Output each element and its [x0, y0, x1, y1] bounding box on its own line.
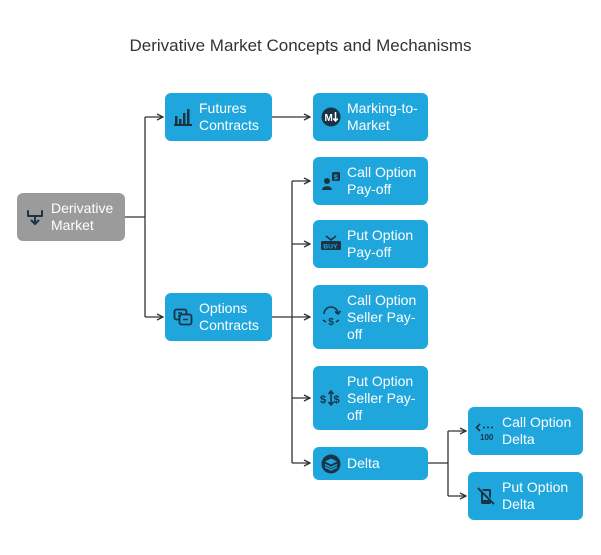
buy-sign-icon: BUY [320, 233, 342, 255]
diagram-title: Derivative Market Concepts and Mechanism… [129, 36, 472, 55]
svg-text:100: 100 [480, 433, 494, 442]
node-options-contracts[interactable]: Options Contracts [165, 293, 272, 341]
svg-text:$: $ [334, 394, 340, 406]
node-derivative-market[interactable]: Derivative Market [17, 193, 125, 241]
layers-icon [320, 453, 342, 475]
node-label: Futures Contracts [199, 100, 259, 133]
node-label: Marking-to-Market [347, 100, 418, 133]
node-label: Call Option Pay-off [347, 164, 417, 197]
node-futures-contracts[interactable]: Futures Contracts [165, 93, 272, 141]
svg-text:$: $ [334, 173, 339, 182]
node-call-option-delta[interactable]: 100 Call Option Delta [468, 407, 583, 455]
node-marking-to-market[interactable]: M Marking-to-Market [313, 93, 428, 141]
node-label: Call Option Delta [502, 414, 572, 447]
svg-text:$: $ [320, 394, 326, 406]
node-label: Options Contracts [199, 300, 259, 333]
svg-text:M: M [325, 113, 333, 124]
svg-text:BUY: BUY [323, 243, 338, 250]
option-card-icon [172, 306, 194, 328]
node-call-option-payoff[interactable]: $ Call Option Pay-off [313, 157, 428, 205]
node-put-option-seller-payoff[interactable]: $ $ Put Option Seller Pay-off [313, 366, 428, 430]
no-phone-icon [475, 485, 497, 507]
dollar-cycle-icon: $ [320, 306, 342, 328]
dollar-arrows-icon: $ $ [320, 387, 342, 409]
node-label: Put Option Seller Pay-off [347, 372, 416, 423]
node-put-option-delta[interactable]: Put Option Delta [468, 472, 583, 520]
m-down-arrow-icon: M [320, 106, 342, 128]
svg-text:$: $ [328, 317, 334, 328]
node-put-option-payoff[interactable]: BUY Put Option Pay-off [313, 220, 428, 268]
node-label: Put Option Pay-off [347, 227, 414, 260]
node-label: Put Option Delta [502, 479, 569, 512]
person-dollar-icon: $ [320, 170, 342, 192]
node-label: Call Option Seller Pay-off [347, 291, 417, 342]
node-label: Delta [347, 455, 380, 471]
hundred-arrow-icon: 100 [475, 420, 497, 442]
node-label: Derivative Market [51, 200, 114, 233]
node-delta[interactable]: Delta [313, 447, 428, 480]
node-call-option-seller-payoff[interactable]: $ Call Option Seller Pay-off [313, 285, 428, 349]
bar-chart-icon [172, 106, 194, 128]
branch-down-icon [24, 206, 46, 228]
